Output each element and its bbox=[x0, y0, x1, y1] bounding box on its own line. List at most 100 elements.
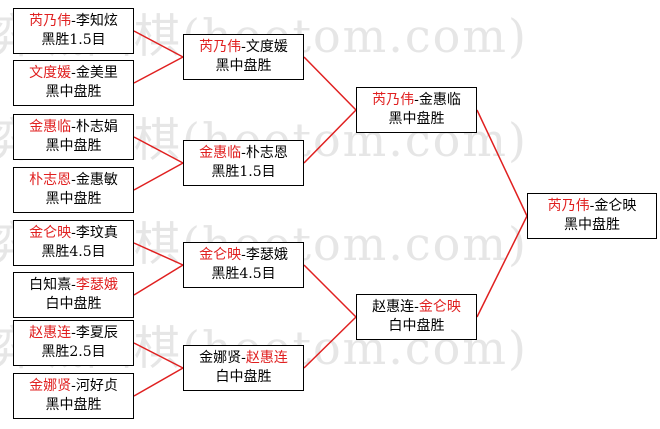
bracket-connector bbox=[133, 136, 184, 164]
bracket-connector bbox=[303, 316, 357, 369]
match-result: 白中盘胜 bbox=[215, 369, 272, 385]
player-name: 金娜贤 bbox=[29, 378, 72, 394]
player-name: 芮乃伟 bbox=[547, 198, 590, 214]
bracket-connector bbox=[133, 367, 184, 397]
match-result: 黑中盘胜 bbox=[45, 84, 102, 100]
vs-separator: - bbox=[241, 247, 246, 263]
bracket-connector bbox=[133, 56, 184, 84]
player-name: 李玟真 bbox=[75, 225, 118, 241]
vs-separator: - bbox=[414, 92, 419, 108]
bracket-connector bbox=[476, 109, 528, 217]
match-players: 白知熹-李瑟娥 bbox=[14, 276, 133, 295]
match-players: 金惠临-朴志娟 bbox=[14, 118, 133, 137]
match-result: 黑中盘胜 bbox=[388, 111, 445, 127]
vs-separator: - bbox=[589, 198, 595, 214]
player-name: 金惠敏 bbox=[75, 172, 118, 188]
player-name: 金惠临 bbox=[418, 92, 461, 108]
match-box: 金惠临-朴志娟黑中盘胜 bbox=[13, 114, 134, 160]
match-result: 黑胜1.5目 bbox=[211, 164, 276, 180]
match-box: 白知熹-李瑟娥白中盘胜 bbox=[13, 272, 134, 318]
match-box: 金娜贤-赵惠连白中盘胜 bbox=[183, 345, 304, 391]
match-box: 芮乃伟-金惠临黑中盘胜 bbox=[356, 87, 477, 133]
match-players: 金仑映-李瑟娥 bbox=[184, 246, 303, 265]
vs-separator: - bbox=[414, 299, 419, 315]
player-name: 文度媛 bbox=[29, 65, 72, 81]
match-box: 金惠临-朴志恩黑胜1.5目 bbox=[183, 140, 304, 186]
bracket-connector bbox=[476, 215, 528, 318]
vs-separator: - bbox=[241, 350, 246, 366]
player-name: 白知熹 bbox=[29, 277, 72, 293]
match-box: 芮乃伟-文度媛黑中盘胜 bbox=[183, 34, 304, 80]
player-name: 金惠临 bbox=[29, 119, 72, 135]
match-result: 黑中盘胜 bbox=[45, 397, 102, 413]
match-box: 金娜贤-河好贞黑中盘胜 bbox=[13, 373, 134, 419]
player-name: 朴志娟 bbox=[75, 119, 118, 135]
match-result: 黑中盘胜 bbox=[564, 217, 620, 233]
match-box: 文度媛-金美里黑中盘胜 bbox=[13, 60, 134, 106]
match-box: 赵惠连-李夏辰黑胜2.5目 bbox=[13, 320, 134, 366]
match-result: 黑胜1.5目 bbox=[41, 32, 106, 48]
bracket-connector bbox=[133, 242, 184, 266]
vs-separator: - bbox=[71, 13, 76, 29]
bracket-connector bbox=[133, 162, 184, 191]
match-players: 金仑映-李玟真 bbox=[14, 224, 133, 243]
match-players: 金娜贤-赵惠连 bbox=[184, 349, 303, 368]
match-players: 芮乃伟-李知炫 bbox=[14, 12, 133, 31]
player-name: 李瑟娥 bbox=[245, 247, 288, 263]
match-result: 白中盘胜 bbox=[388, 318, 445, 334]
bracket-connector bbox=[133, 30, 184, 58]
player-name: 赵惠连 bbox=[29, 325, 72, 341]
match-result: 黑胜4.5目 bbox=[41, 244, 106, 260]
player-name: 金仑映 bbox=[418, 299, 461, 315]
vs-separator: - bbox=[71, 378, 76, 394]
player-name: 赵惠连 bbox=[372, 299, 415, 315]
match-players: 芮乃伟-金仑映 bbox=[528, 197, 656, 216]
vs-separator: - bbox=[71, 277, 76, 293]
bracket-connector bbox=[133, 264, 184, 296]
match-result: 黑中盘胜 bbox=[45, 138, 102, 154]
player-name: 朴志恩 bbox=[245, 145, 288, 161]
player-name: 金娜贤 bbox=[199, 350, 242, 366]
player-name: 芮乃伟 bbox=[199, 39, 242, 55]
match-box: 金仑映-李玟真黑胜4.5目 bbox=[13, 220, 134, 266]
match-players: 芮乃伟-文度媛 bbox=[184, 38, 303, 57]
bracket-connector bbox=[303, 109, 357, 164]
player-name: 李瑟娥 bbox=[75, 277, 118, 293]
vs-separator: - bbox=[71, 172, 76, 188]
match-box: 芮乃伟-李知炫黑胜1.5目 bbox=[13, 8, 134, 54]
player-name: 金仑映 bbox=[199, 247, 242, 263]
vs-separator: - bbox=[71, 119, 76, 135]
match-players: 文度媛-金美里 bbox=[14, 64, 133, 83]
player-name: 芮乃伟 bbox=[29, 13, 72, 29]
bracket-connector bbox=[133, 342, 184, 369]
player-name: 芮乃伟 bbox=[372, 92, 415, 108]
match-result: 黑中盘胜 bbox=[215, 58, 272, 74]
player-name: 金仑映 bbox=[29, 225, 72, 241]
player-name: 朴志恩 bbox=[29, 172, 72, 188]
match-result: 黑胜4.5目 bbox=[211, 266, 276, 282]
match-players: 金娜贤-河好贞 bbox=[14, 377, 133, 396]
match-box: 朴志恩-金惠敏黑中盘胜 bbox=[13, 167, 134, 213]
vs-separator: - bbox=[71, 225, 76, 241]
match-box: 金仑映-李瑟娥黑胜4.5目 bbox=[183, 242, 304, 288]
match-players: 赵惠连-金仑映 bbox=[357, 298, 476, 317]
player-name: 金惠临 bbox=[199, 145, 242, 161]
player-name: 李知炫 bbox=[75, 13, 118, 29]
player-name: 李夏辰 bbox=[75, 325, 118, 341]
player-name: 河好贞 bbox=[75, 378, 118, 394]
player-name: 赵惠连 bbox=[245, 350, 288, 366]
player-name: 金仑映 bbox=[594, 198, 637, 214]
match-result: 黑中盘胜 bbox=[45, 191, 102, 207]
bracket-connector bbox=[303, 264, 357, 318]
match-result: 白中盘胜 bbox=[45, 296, 102, 312]
bracket-connector bbox=[303, 56, 357, 111]
match-players: 朴志恩-金惠敏 bbox=[14, 171, 133, 190]
vs-separator: - bbox=[71, 65, 76, 81]
vs-separator: - bbox=[71, 325, 76, 341]
match-box: 赵惠连-金仑映白中盘胜 bbox=[356, 294, 477, 340]
match-players: 芮乃伟-金惠临 bbox=[357, 91, 476, 110]
player-name: 文度媛 bbox=[245, 39, 288, 55]
match-result: 黑胜2.5目 bbox=[41, 344, 106, 360]
